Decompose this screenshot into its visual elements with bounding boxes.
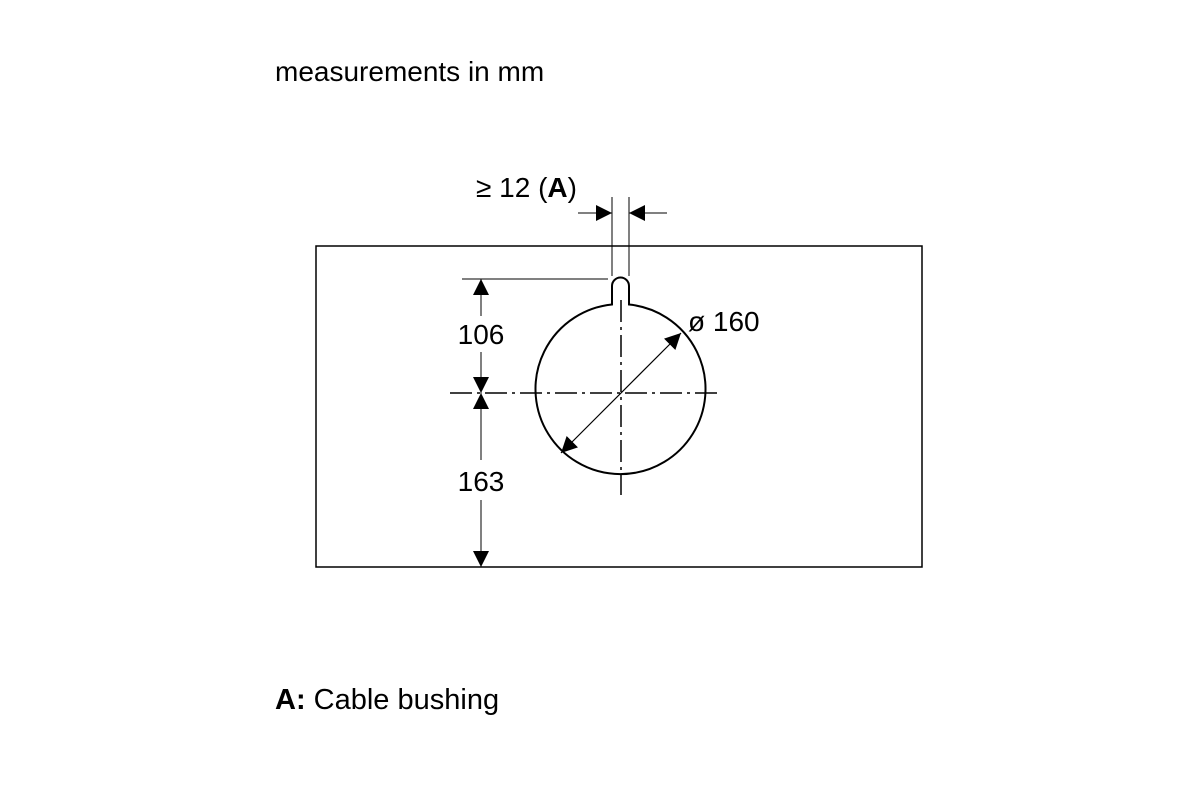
- dimension-106-label: 106: [458, 319, 505, 350]
- legend: A: Cable bushing: [275, 684, 499, 717]
- legend-key: A:: [275, 684, 306, 716]
- clearance-dimension: [578, 197, 667, 276]
- diameter-arrow: [560, 332, 682, 454]
- worktop-outline: [315, 245, 923, 568]
- dimension-106: [462, 278, 608, 393]
- diameter-label: ø 160: [688, 306, 760, 337]
- legend-description: Cable bushing: [305, 684, 500, 716]
- units-note: measurements in mm: [275, 56, 545, 87]
- cutout-with-cable-bushing: [534, 276, 707, 476]
- dimension-163-label: 163: [458, 466, 505, 497]
- clearance-label: ≥ 12 (A): [476, 172, 577, 203]
